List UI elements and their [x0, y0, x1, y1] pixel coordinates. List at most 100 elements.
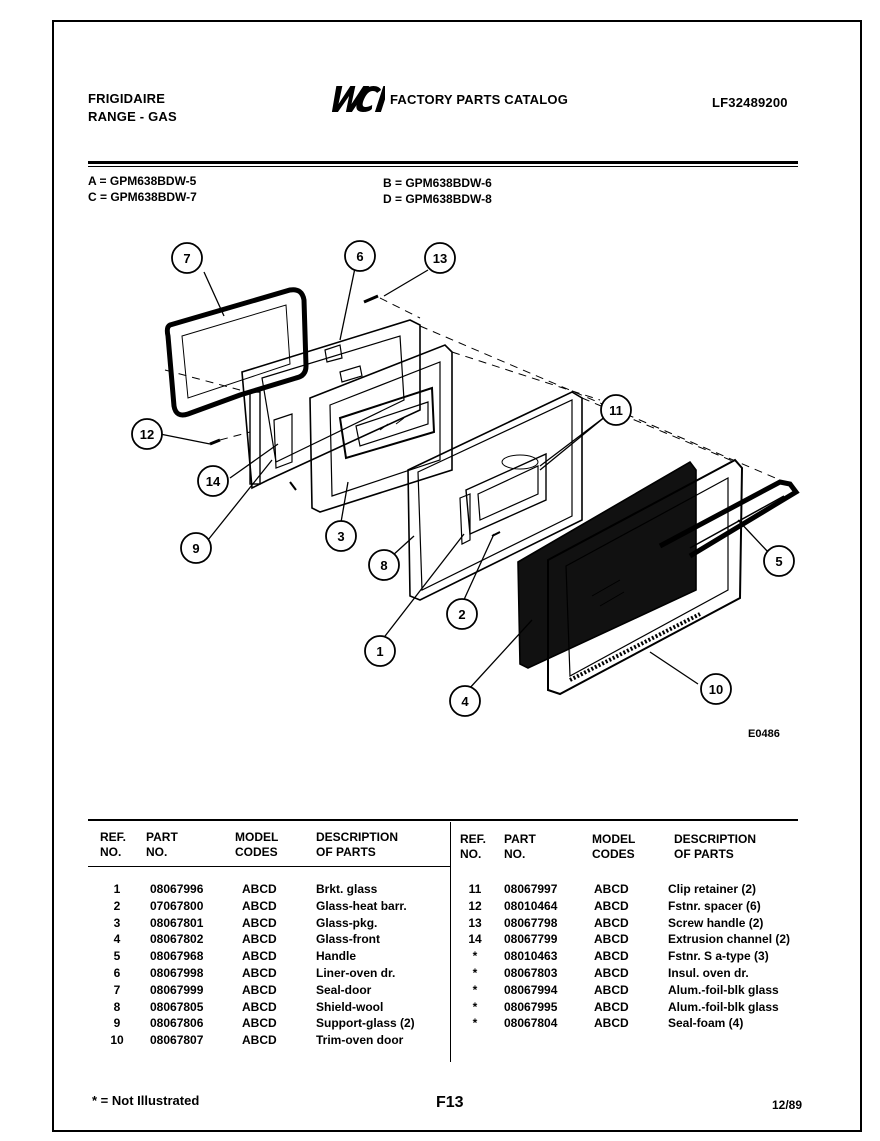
part-part-cell: 08067807 — [150, 1033, 204, 1048]
callout-12-label: 12 — [140, 427, 154, 442]
callout-2 — [446, 598, 478, 630]
model-a: A = GPM638BDW-5 — [88, 174, 197, 188]
callout-9 — [180, 532, 212, 564]
part-part-cell: 08010463 — [504, 949, 558, 964]
callout-1-label: 1 — [376, 644, 383, 659]
callout-10 — [700, 673, 732, 705]
handle-part — [658, 479, 800, 559]
catalog-title: FACTORY PARTS CATALOG — [390, 92, 569, 107]
part-part-cell: 08067803 — [504, 966, 558, 980]
part-desc-cell: Extrusion channel (2) — [668, 932, 791, 947]
part-code-cell: ABCD — [242, 949, 277, 964]
part-part-cell: 08067801 — [150, 915, 204, 930]
part-ref-cell: 1 — [113, 882, 121, 896]
part-ref-cell: * — [472, 999, 478, 1014]
part-desc-cell: Fstnr. S a-type (3) — [668, 949, 769, 964]
callout-4 — [449, 685, 481, 717]
part-part-cell: 07067800 — [150, 898, 204, 913]
part-desc-cell: Fstnr. spacer (6) — [668, 898, 761, 913]
part-part-cell: 08067799 — [504, 932, 558, 947]
callout-12 — [131, 418, 163, 450]
callout-11 — [600, 394, 632, 426]
part-desc-cell: Trim-oven door — [316, 1033, 404, 1048]
callout-10-label: 10 — [709, 682, 723, 697]
footnote: * = Not Illustrated — [92, 1093, 200, 1108]
shield-part — [407, 391, 583, 601]
part-ref-cell: * — [472, 949, 478, 964]
part-code-cell: ABCD — [242, 982, 277, 997]
part-code-cell: ABCD — [242, 915, 277, 930]
part-part-cell: 08010464 — [504, 898, 558, 913]
part-desc-cell: Glass-pkg. — [316, 915, 378, 930]
part-code-cell: ABCD — [594, 932, 629, 947]
callout-7-label: 7 — [183, 251, 190, 266]
part-part-cell: 08067805 — [150, 999, 204, 1014]
part-desc-cell: Brkt. glass — [316, 882, 378, 896]
page-border — [52, 20, 862, 1132]
callout-8-label: 8 — [380, 558, 387, 573]
callout-2-label: 2 — [458, 607, 465, 622]
part-ref-cell: 12 — [468, 898, 482, 913]
part-code-cell: ABCD — [594, 915, 629, 930]
table-header-rule-left — [88, 866, 450, 867]
part-desc-cell: Handle — [316, 949, 357, 964]
extrusion-channel-part — [249, 391, 261, 485]
part-ref-cell: 8 — [113, 999, 121, 1014]
callout-8 — [368, 549, 400, 581]
part-code-cell: ABCD — [242, 1033, 277, 1048]
header-rule-thin — [88, 166, 798, 167]
figure-code: E0486 — [748, 728, 780, 740]
callout-14-label: 14 — [206, 474, 221, 489]
table-divider — [450, 822, 451, 1062]
part-code-cell: ABCD — [594, 999, 629, 1014]
catalog-number: LF32489200 — [712, 95, 788, 110]
part-part-cell: 08067996 — [150, 882, 204, 896]
part-ref-cell: 11 — [468, 882, 482, 896]
part-ref-cell: 13 — [468, 915, 482, 930]
exploded-parts-diagram: 7 6 13 11 12 14 9 3 8 5 2 1 4 10 E0486 — [131, 240, 800, 740]
col-ref-header-right: REF.NO. — [460, 832, 487, 861]
callout-5-label: 5 — [775, 554, 782, 569]
part-code-cell: ABCD — [242, 999, 277, 1014]
part-ref-cell: * — [472, 966, 478, 980]
part-desc-cell: Liner-oven dr. — [316, 966, 396, 980]
part-ref-cell: 4 — [113, 932, 121, 947]
part-desc-cell: Glass-heat barr. — [316, 898, 407, 913]
part-ref-cell: 6 — [113, 966, 121, 980]
callout-13 — [424, 242, 456, 274]
part-desc-cell: Seal-foam (4) — [668, 1016, 744, 1031]
model-d: D = GPM638BDW-8 — [383, 192, 492, 206]
part-ref-cell: 7 — [113, 982, 121, 997]
part-ref-cell: 10 — [110, 1033, 124, 1048]
seal-door-part — [164, 287, 309, 418]
part-code-cell: ABCD — [242, 932, 277, 947]
product-type: RANGE - GAS — [88, 109, 177, 124]
part-part-cell: 08067998 — [150, 966, 204, 980]
callout-13-label: 13 — [433, 251, 447, 266]
part-part-cell: 08067802 — [150, 932, 204, 947]
part-part-cell: 08067798 — [504, 915, 558, 930]
part-part-cell: 08067994 — [504, 982, 558, 997]
part-part-cell: 08067999 — [150, 982, 204, 997]
part-code-cell: ABCD — [594, 898, 629, 913]
front-glass-part — [517, 460, 697, 669]
part-part-cell: 08067997 — [504, 882, 558, 896]
part-part-cell: 08067995 — [504, 999, 558, 1014]
callout-6-label: 6 — [356, 249, 363, 264]
part-ref-cell: 3 — [113, 915, 121, 930]
part-ref-cell: * — [472, 1016, 478, 1031]
callout-14 — [197, 465, 229, 497]
part-desc-cell: Glass-front — [316, 932, 381, 947]
part-code-cell: ABCD — [242, 1016, 277, 1031]
part-ref-cell: 5 — [113, 949, 121, 964]
callout-11-label: 11 — [609, 403, 623, 418]
part-ref-cell: 2 — [113, 898, 121, 913]
part-desc-cell: Alum.-foil-blk glass — [668, 999, 779, 1014]
part-desc-cell: Support-glass (2) — [316, 1016, 415, 1031]
header-rule — [88, 161, 798, 164]
